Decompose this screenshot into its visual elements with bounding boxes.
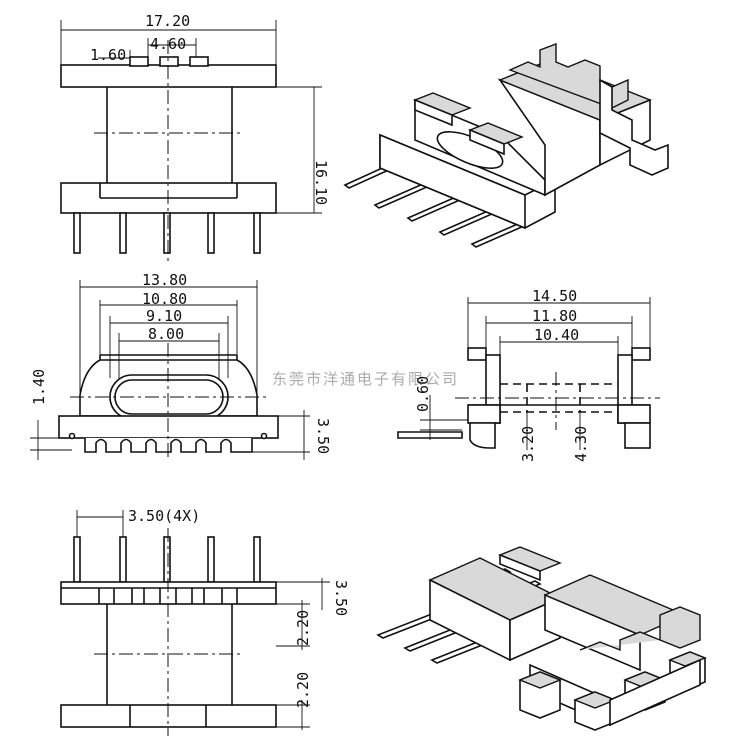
pin bbox=[163, 536, 171, 583]
dim-3-50: 3.50 bbox=[314, 418, 332, 454]
pin bbox=[119, 212, 127, 254]
notch bbox=[129, 56, 149, 67]
dim-10-80: 10.80 bbox=[142, 290, 187, 308]
dim-2-20-b: 2.20 bbox=[294, 672, 312, 708]
pin bbox=[73, 536, 81, 583]
pin bbox=[253, 536, 261, 583]
pin bbox=[207, 212, 215, 254]
dim-10-40: 10.40 bbox=[534, 326, 579, 344]
dim-offset: 1.60 bbox=[90, 46, 126, 64]
pin bbox=[73, 212, 81, 254]
dim-height: 16.10 bbox=[312, 160, 330, 205]
dim-9-10: 9.10 bbox=[146, 307, 182, 325]
dim-pin-gap: 4.60 bbox=[150, 35, 186, 53]
dim-bottom-3-50: 3.50 bbox=[332, 580, 350, 616]
dim-14-50: 14.50 bbox=[532, 287, 577, 305]
notch bbox=[159, 56, 179, 67]
dim-0-60: 0.60 bbox=[414, 376, 432, 412]
bottom-view: 3.50(4X) 3.50 2.20 2.20 bbox=[60, 507, 350, 736]
dim-3-20: 3.20 bbox=[519, 426, 537, 462]
dim-2-20-a: 2.20 bbox=[294, 610, 312, 646]
top-view: 17.20 4.60 1.60 16.10 bbox=[60, 12, 330, 262]
pin bbox=[119, 536, 127, 583]
watermark: 东莞市洋通电子有限公司 bbox=[272, 370, 459, 388]
dim-1-40: 1.40 bbox=[30, 369, 48, 405]
dim-13-80: 13.80 bbox=[142, 271, 187, 289]
dim-8-00: 8.00 bbox=[148, 325, 184, 343]
dim-11-80: 11.80 bbox=[532, 307, 577, 325]
front-view: 13.80 10.80 9.10 8.00 1.40 3.50 bbox=[30, 271, 332, 460]
pin bbox=[207, 536, 215, 583]
isometric-bottom bbox=[376, 546, 707, 731]
notch bbox=[189, 56, 209, 67]
pin bbox=[253, 212, 261, 254]
pin bbox=[163, 212, 171, 254]
side-view: 14.50 11.80 10.40 0.60 3.20 4.30 bbox=[397, 287, 660, 462]
dim-3-50-4x: 3.50(4X) bbox=[128, 507, 200, 525]
isometric-top bbox=[343, 42, 669, 248]
dim-width: 17.20 bbox=[145, 12, 190, 30]
dim-4-30: 4.30 bbox=[572, 426, 590, 462]
